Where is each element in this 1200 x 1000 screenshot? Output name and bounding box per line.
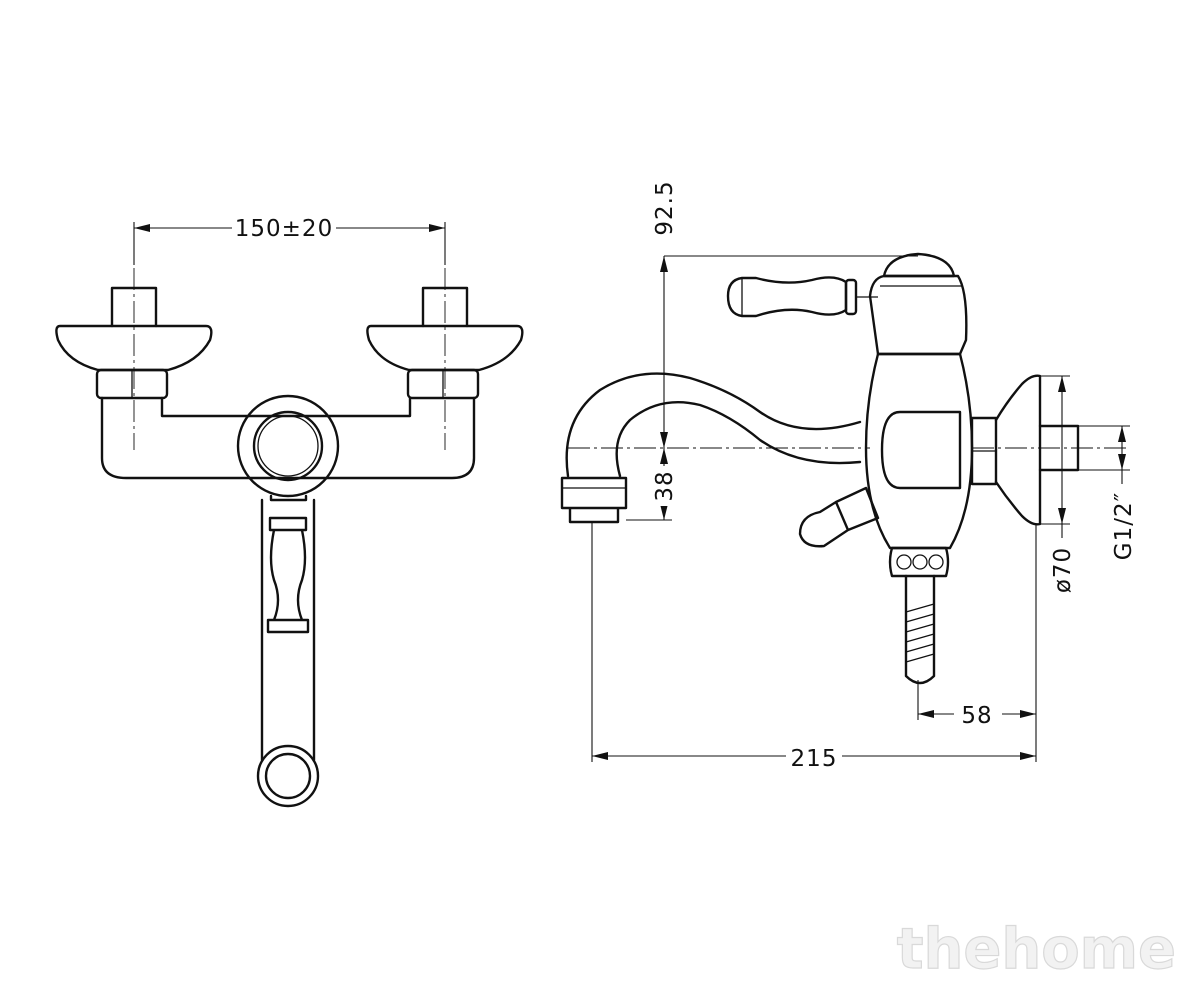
diverter-outer-ring [236,394,340,498]
hose-thread [904,574,936,685]
hose-connector [888,546,950,578]
dimension-height-spout-label: 38 [652,470,678,501]
watermark-logo: thehome [897,917,1176,982]
side-wall-flange [994,374,1042,526]
spout-aerator [560,476,628,524]
dimension-overall-length-label: 215 [791,746,838,772]
dimension-spacing-label: 150±20 [235,216,333,242]
dimension-diameter-label: ø70 [1050,547,1076,593]
left-wall-flange [55,324,213,372]
dimension-depth-label: 58 [961,703,992,729]
side-view [560,252,1130,685]
right-wall-flange [366,324,524,372]
diverter-knob [798,486,880,548]
diverter-inner-ring [252,410,324,482]
dimension-spacing: 150±20 [133,212,446,265]
dimension-thread-label: G1/2″ [1111,492,1137,560]
spout-front [260,494,316,762]
side-body [864,352,974,550]
spout-arch [565,372,862,478]
spout-outlet-inner [264,752,312,800]
spout-outlet-outer [256,744,320,808]
lever-handle-front [266,516,310,634]
mixer-body-bar [100,396,476,480]
cartridge-cap [868,274,968,356]
dimension-height-top-label: 92.5 [652,180,678,235]
upper-lever-handle [726,276,848,318]
body-inner-boss [880,410,962,490]
side-dimensions: 92.5 38 ø70 G1/2″ 58 [591,178,1137,772]
front-view [55,268,524,808]
